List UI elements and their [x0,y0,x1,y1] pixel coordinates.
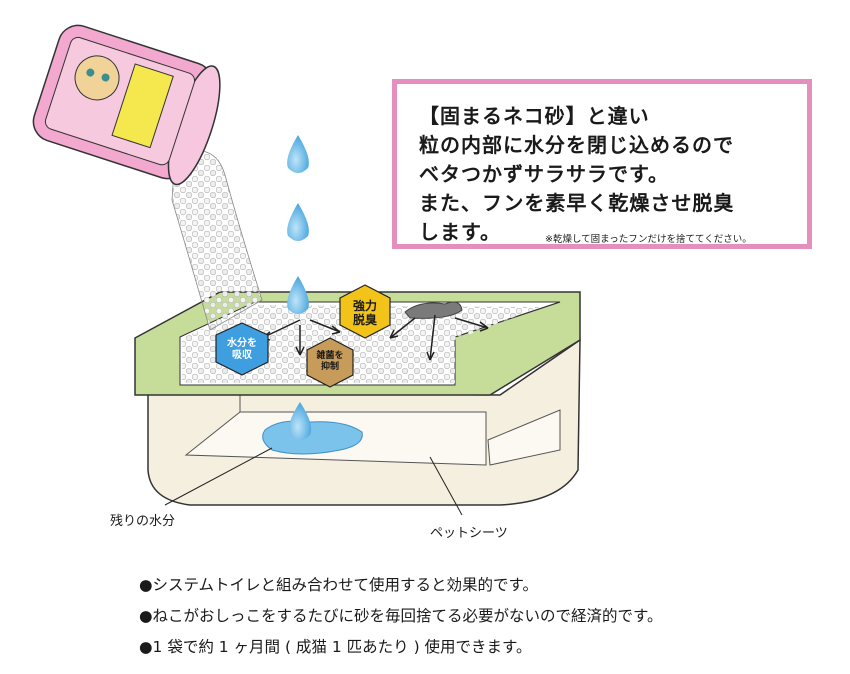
cat-face-icon [74,55,120,101]
deodorize-text: 強力脱臭 [352,299,377,327]
pet-sheet-leader [429,456,463,516]
feature-item: ●1 袋で約 1 ヶ月間 ( 成猫 1 匹あたり ) 使用できます。 [139,638,532,656]
callout-line-1: 【固まるネコ砂】と違い [419,104,650,128]
callout-line-4: また、フンを素早く乾燥させ脱臭 [419,191,735,215]
antibacterial-text: 雑菌を抑制 [316,351,344,372]
water-drop-2 [287,203,309,241]
antibacterial-badge [306,337,354,388]
callout-line-2: 粒の内部に水分を閉じ込めるので [419,133,734,157]
feature-item: ●システムトイレと組み合わせて使用すると効果的です。 [139,576,539,594]
residual-water-leader [164,447,273,506]
water-absorb-text: 水分を吸収 [227,338,257,361]
residual-water-label: 残りの水分 [110,514,176,529]
water-absorb-badge [215,322,269,376]
deodorize-badge [339,284,391,339]
dry-piece-package [32,24,221,186]
feces-shape [404,301,463,319]
water-drop-3 [287,276,309,314]
pet-sheet-label: ペットシーツ [430,526,508,541]
callout-line-3: ベタつかずサラサラです。 [419,162,669,186]
feature-item: ●ねこがおしっこをするたびに砂を毎回捨てる必要がないので経済的です。 [139,607,663,625]
callout-box: 【固まるネコ砂】と違い 粒の内部に水分を閉じ込めるので ベタつかずサラサラです。… [392,79,812,249]
granule-stream [171,150,263,331]
water-drop-1 [287,135,309,173]
water-drop-bottom [288,402,312,440]
litter-system-illustration [32,24,581,516]
callout-note: ※乾燥して固まったフンだけを捨ててください。 [545,234,752,245]
feature-list: ●システムトイレと組み合わせて使用すると効果的です。 ●ねこがおしっこをするたび… [139,570,662,663]
callout-line-5: します。 [419,220,501,244]
litter-granules-bed [182,305,540,383]
